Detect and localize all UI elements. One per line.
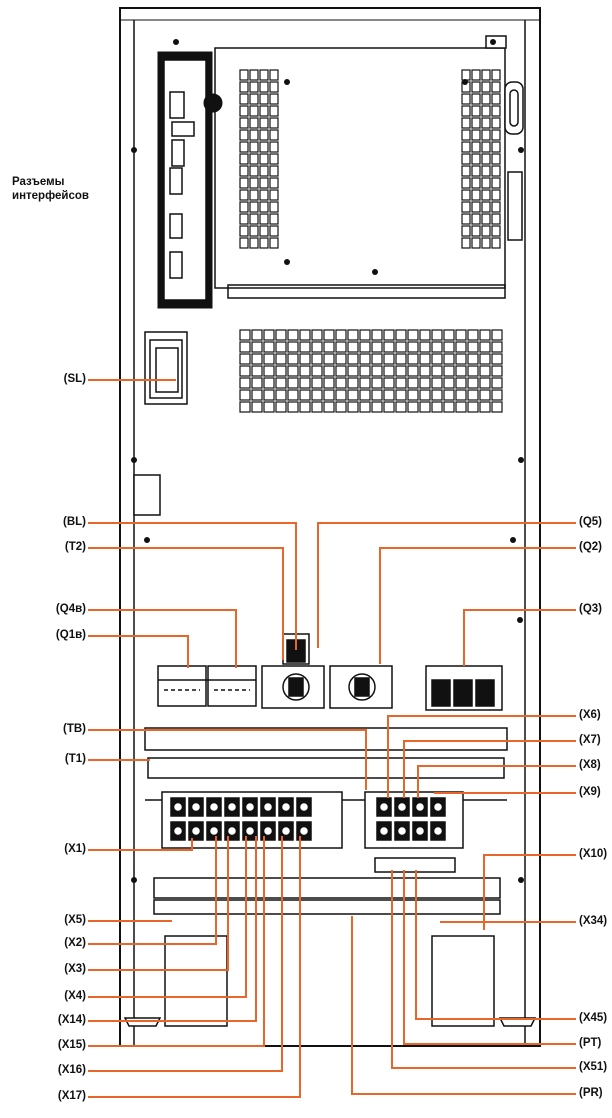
callout-left-t2: (T2)	[64, 541, 86, 553]
callout-left-q1в: (Q1в)	[55, 629, 86, 641]
callout-left-x17: (X17)	[57, 1090, 86, 1102]
callout-left-bl: (BL)	[63, 516, 86, 528]
cabinet-outline	[119, 7, 541, 1047]
upper-panel	[214, 47, 506, 289]
callout-right-q5: (Q5)	[579, 516, 602, 528]
breakers-q1-q4	[157, 665, 257, 707]
callout-left-x14: (X14)	[57, 1014, 86, 1026]
callout-left-tb: (TB)	[63, 723, 86, 735]
callout-left-x3: (X3)	[64, 963, 86, 975]
breaker-q3	[425, 665, 503, 711]
callout-left-t1: (T1)	[64, 753, 86, 765]
callout-left-x1: (X1)	[64, 843, 86, 855]
callout-right-x10: (X10)	[579, 848, 608, 860]
callout-right-x9: (X9)	[579, 786, 601, 798]
callout-right-q3: (Q3)	[579, 603, 602, 615]
interface-connectors-label: Разъемы интерфейсов	[12, 175, 89, 203]
callout-left-sl: (SL)	[63, 373, 86, 385]
callout-left-q4в: (Q4в)	[55, 603, 86, 615]
callout-right-x7: (X7)	[579, 734, 601, 746]
callout-left-x2: (X2)	[64, 937, 86, 949]
callout-right-x6: (X6)	[579, 709, 601, 721]
callout-right-x51: (X51)	[579, 1061, 608, 1073]
rotary-switches	[261, 633, 393, 709]
callout-left-x5: (X5)	[64, 914, 86, 926]
callout-right-pr: (PR)	[579, 1087, 603, 1099]
callout-right-x45: (X45)	[579, 1012, 608, 1024]
interface-label-line1: Разъемы	[12, 176, 65, 188]
callout-left-x4: (X4)	[64, 990, 86, 1002]
callout-left-x16: (X16)	[57, 1064, 86, 1076]
callout-right-pt: (PT)	[579, 1037, 602, 1049]
interface-label-line2: интерфейсов	[12, 190, 89, 202]
callout-left-x15: (X15)	[57, 1039, 86, 1051]
callout-right-x34: (X34)	[579, 915, 608, 927]
callout-right-x8: (X8)	[579, 759, 601, 771]
callout-right-q2: (Q2)	[579, 541, 602, 553]
